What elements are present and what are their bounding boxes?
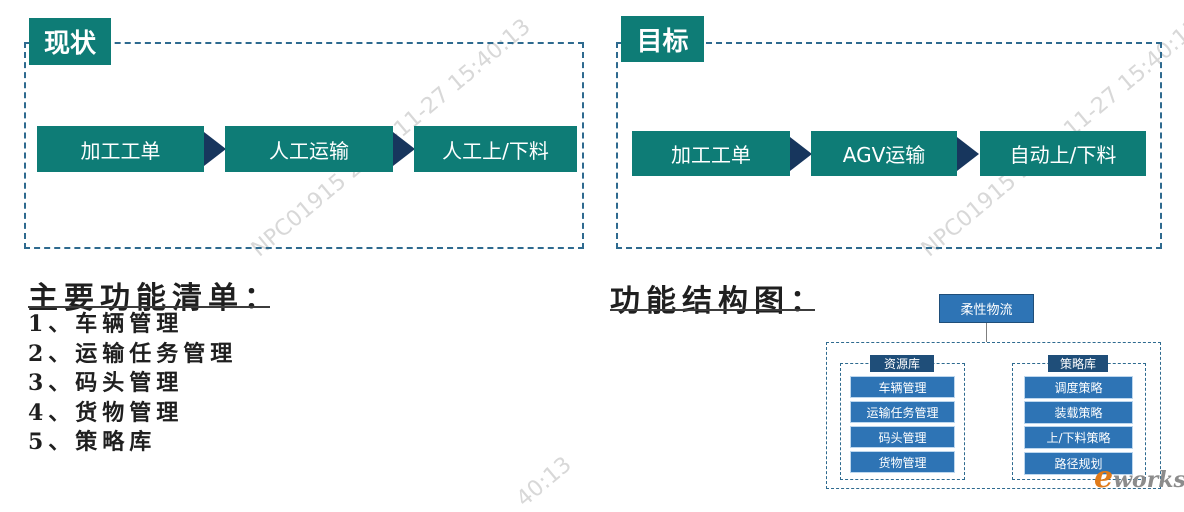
function-list-item: 1、车辆管理 <box>28 311 184 337</box>
watermark-bottom: 40:13 <box>511 452 577 512</box>
current-arrow-1 <box>204 132 226 166</box>
target-step-2: AGV运输 <box>811 131 957 176</box>
strategy-leaf-item: 装载策略 <box>1024 401 1133 424</box>
structure-container <box>826 342 1161 489</box>
current-step-1: 加工工单 <box>37 126 204 172</box>
current-step-2: 人工运输 <box>225 126 393 172</box>
resource-leaf-item: 车辆管理 <box>850 376 955 398</box>
strategy-leaf-item: 上/下料策略 <box>1024 426 1133 449</box>
target-step-1: 加工工单 <box>632 131 790 176</box>
target-step-3: 自动上/下料 <box>980 131 1146 176</box>
structure-title-underline <box>610 309 815 311</box>
resource-leaf-item: 货物管理 <box>850 451 955 473</box>
target-arrow-1 <box>790 137 812 171</box>
target-panel <box>616 42 1162 249</box>
resource-leaf-item: 运输任务管理 <box>850 401 955 423</box>
function-list-item: 3、码头管理 <box>28 370 184 396</box>
function-list: 1、车辆管理 2、运输任务管理 3、码头管理 4、货物管理 5、策略库 <box>28 310 237 458</box>
function-list-item: 2、运输任务管理 <box>28 340 238 367</box>
strategy-leaf-item: 调度策略 <box>1024 376 1133 399</box>
function-list-title-underline <box>28 306 270 308</box>
current-arrow-2 <box>393 132 415 166</box>
resource-leaf-item: 码头管理 <box>850 426 955 448</box>
structure-title: 功能结构图： <box>610 284 826 319</box>
target-arrow-2 <box>957 137 979 171</box>
target-tag: 目标 <box>621 16 704 62</box>
resource-group-label: 资源库 <box>870 355 934 372</box>
eworks-logo: eworks <box>1094 460 1184 495</box>
function-list-item: 4、货物管理 <box>28 399 184 426</box>
current-state-panel <box>24 42 584 249</box>
current-state-tag: 现状 <box>29 18 111 65</box>
strategy-leaf-item: 路径规划 <box>1024 452 1133 475</box>
structure-root-box: 柔性物流 <box>939 294 1034 323</box>
strategy-group-label: 策略库 <box>1048 355 1108 372</box>
root-connector <box>986 323 987 342</box>
function-list-item: 5、策略库 <box>28 429 157 455</box>
function-list-title: 主要功能清单： <box>28 281 280 316</box>
current-step-3: 人工上/下料 <box>414 126 577 172</box>
